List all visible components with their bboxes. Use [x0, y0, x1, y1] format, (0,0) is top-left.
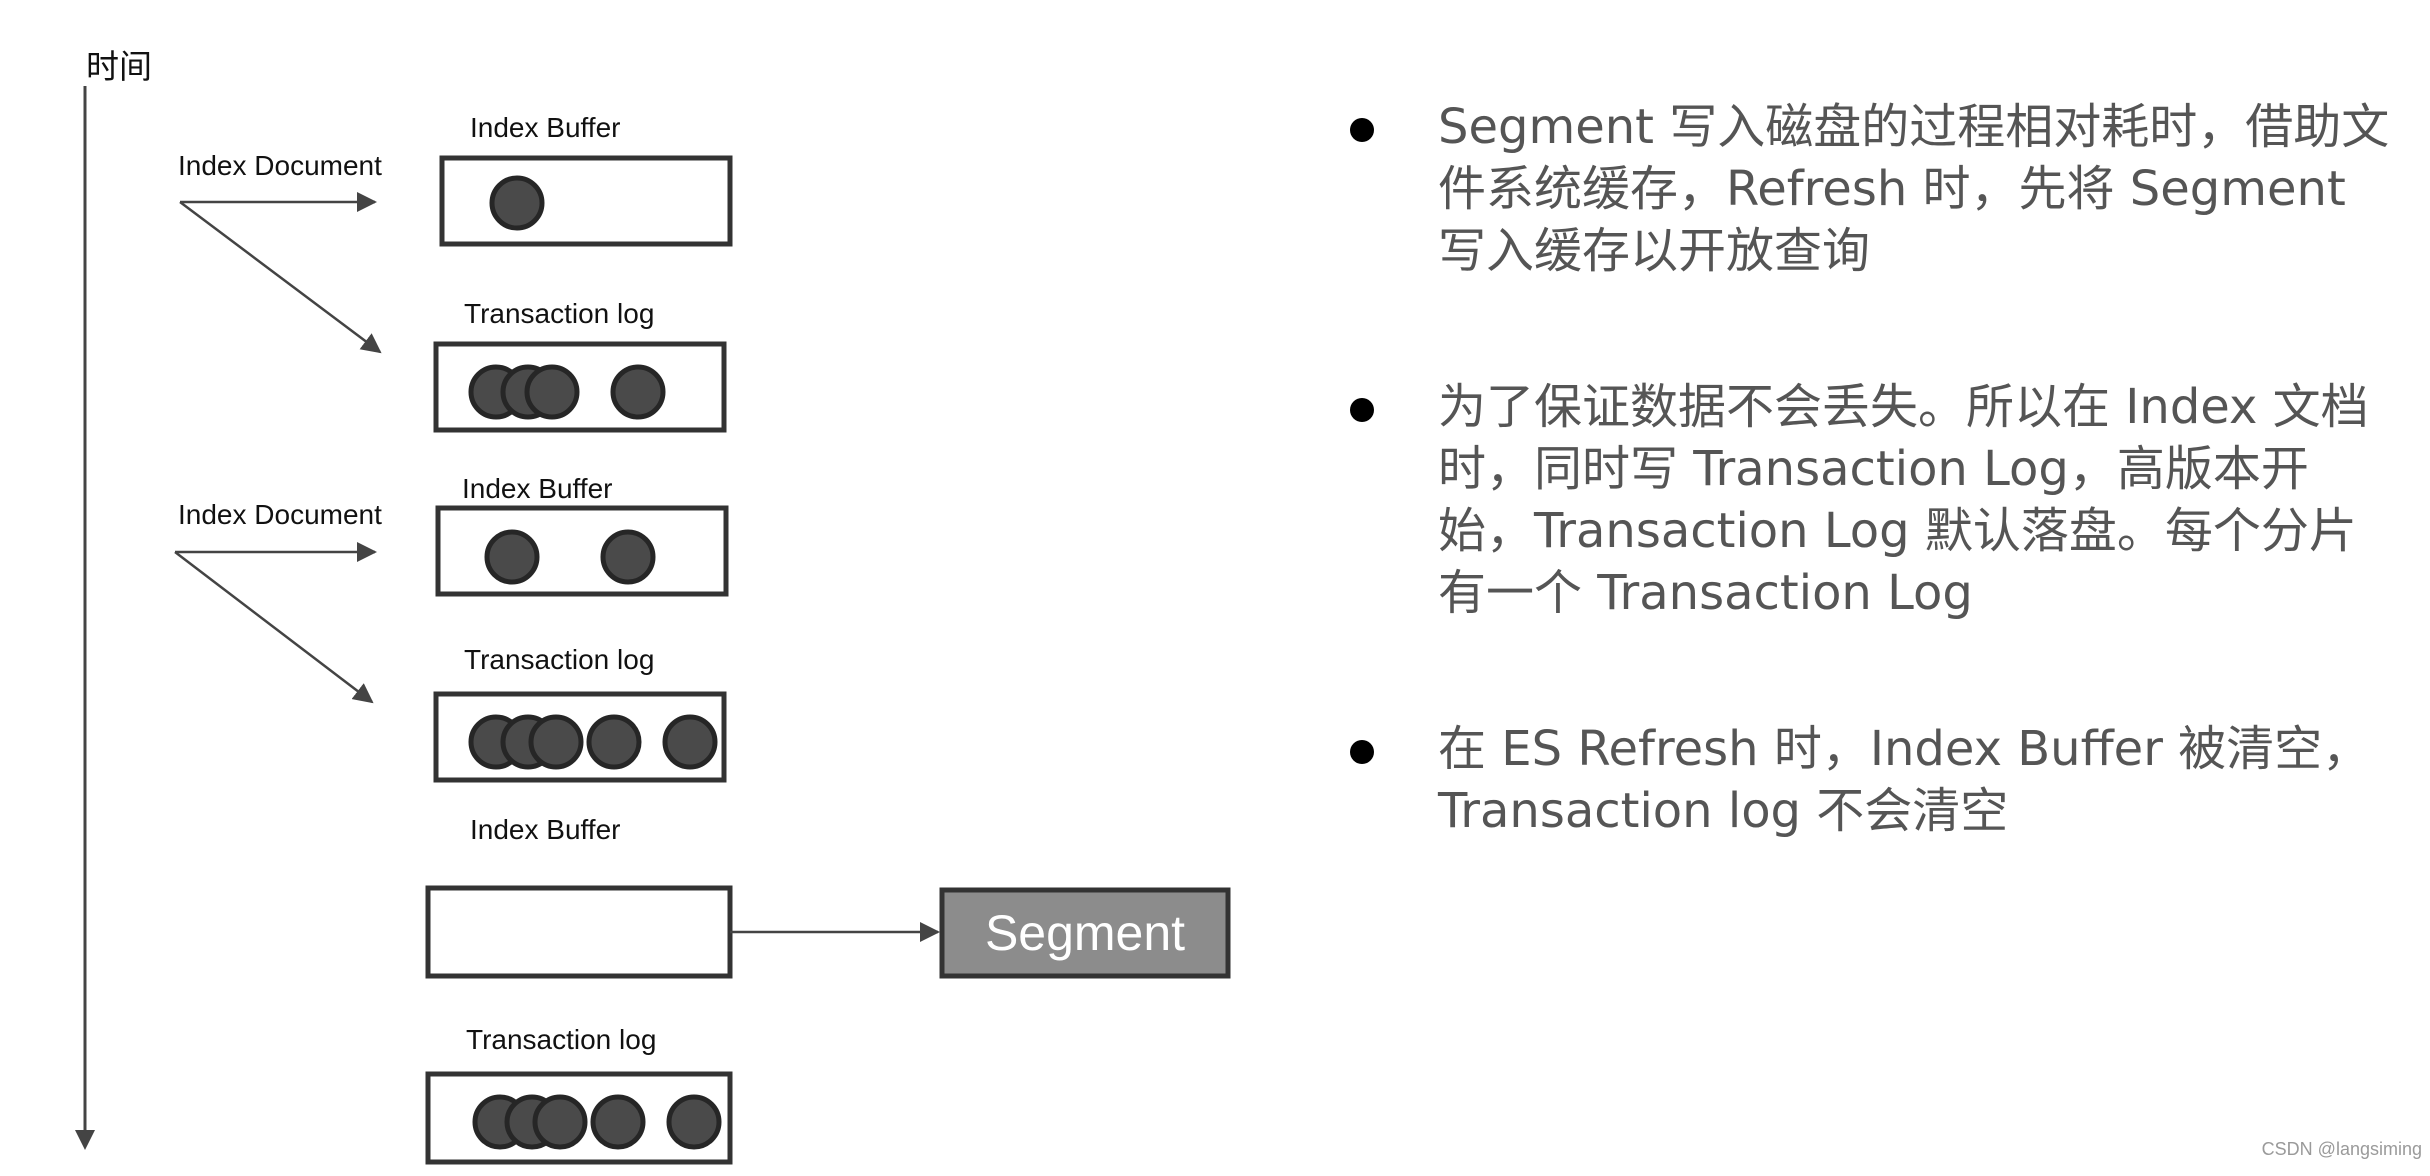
document-circle	[528, 714, 584, 770]
document-circle	[600, 529, 656, 585]
watermark: CSDN @langsiming	[2261, 1139, 2422, 1159]
document-circle	[590, 1094, 646, 1150]
stage1-index-buffer-label: Index Buffer	[470, 112, 621, 143]
document-circle	[524, 364, 580, 420]
document-circle	[666, 1094, 722, 1150]
stage2-index-document-label: Index Document	[178, 499, 382, 530]
stage3-index-buffer-box	[425, 885, 733, 979]
stage1-transaction-log-label: Transaction log	[464, 298, 655, 329]
bullet-text: 为了保证数据不会丢失。所以在 Index 文档时，同时写 Transaction…	[1438, 379, 2369, 621]
document-circle	[484, 529, 540, 585]
bullet-dot-icon	[1350, 398, 1374, 422]
time-axis-arrowhead	[75, 1130, 95, 1150]
stage3-transaction-log-label: Transaction log	[466, 1024, 657, 1055]
document-circle	[489, 175, 545, 231]
bullet-text: Segment 写入磁盘的过程相对耗时，借助文件系统缓存，Refresh 时，先…	[1438, 99, 2390, 279]
stage2-transaction-log-label: Transaction log	[464, 644, 655, 675]
segment-box	[939, 887, 1231, 979]
stage3-index-buffer-label: Index Buffer	[470, 814, 621, 845]
stage1-index-document-label: Index Document	[178, 150, 382, 181]
bullet-text: 在 ES Refresh 时，Index Buffer 被清空，Transact…	[1438, 721, 2371, 839]
stage2-arrow-to-log	[174, 551, 374, 704]
stage1-arrow-to-log	[179, 201, 382, 354]
document-circle	[532, 1094, 588, 1150]
stage2-index-buffer-box	[435, 505, 729, 597]
bullet-dot-icon	[1350, 740, 1374, 764]
stage2-index-buffer-label: Index Buffer	[462, 473, 613, 504]
document-circle	[662, 714, 718, 770]
document-circle	[610, 364, 666, 420]
segment-label: Segment	[984, 905, 1186, 961]
bullet-dot-icon	[1350, 118, 1374, 142]
stage1-index-buffer-box	[439, 155, 733, 247]
time-axis-label: 时间	[86, 48, 152, 85]
document-circle	[586, 714, 642, 770]
